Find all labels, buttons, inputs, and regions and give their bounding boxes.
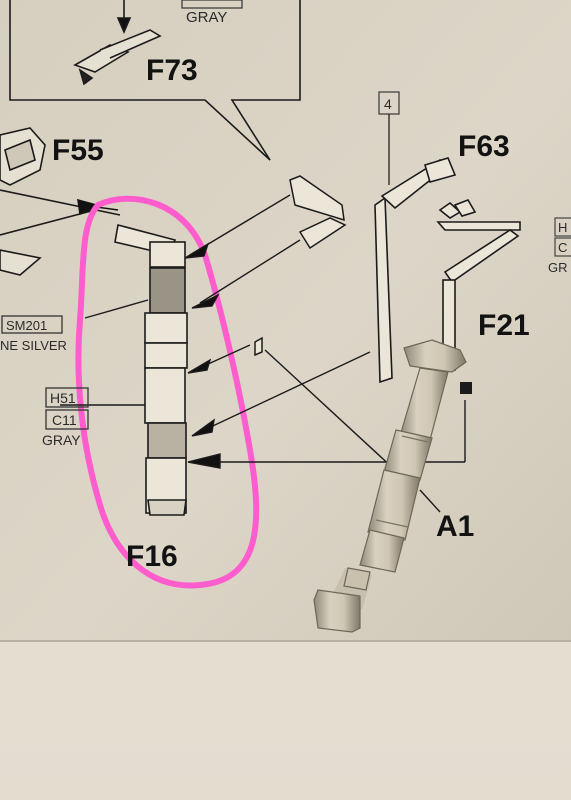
label-f73: F73 [146, 54, 198, 87]
label-a1: A1 [436, 510, 474, 543]
a1-leader [419, 489, 441, 513]
f55-part-drawing [0, 127, 121, 276]
label-c11: C11 [52, 412, 77, 428]
callout-box [9, 0, 301, 161]
label-f55: F55 [52, 134, 104, 167]
label-gray-mid: GRAY [42, 432, 81, 448]
label-step-4: 4 [384, 96, 392, 112]
sm201-box [1, 315, 63, 334]
label-right-h: H [558, 220, 567, 235]
label-f63: F63 [458, 130, 510, 163]
paper-sheet [0, 0, 571, 640]
assembly-arrows-left [77, 198, 119, 216]
leader-lines [60, 194, 466, 471]
gray-label-top: GRAY [186, 9, 227, 26]
c11-box [45, 409, 89, 430]
right-h-box [554, 217, 571, 237]
label-sm201: SM201 [6, 318, 47, 333]
f73-small-part [254, 175, 347, 357]
metal-part-a1 [313, 339, 472, 633]
label-right-gr: GR [548, 260, 568, 275]
f63-part-drawing [374, 157, 457, 384]
f73-part-drawing [73, 0, 162, 86]
f16-part-drawing [114, 224, 188, 516]
h51-box [45, 387, 89, 408]
label-f16: F16 [126, 540, 178, 573]
gray-label-box-top [181, 0, 243, 9]
label-ne-silver: NE SILVER [0, 338, 67, 353]
right-c-box [554, 237, 571, 257]
label-h51: H51 [50, 390, 76, 406]
label-right-c: C [558, 240, 567, 255]
label-f21: F21 [478, 309, 530, 342]
